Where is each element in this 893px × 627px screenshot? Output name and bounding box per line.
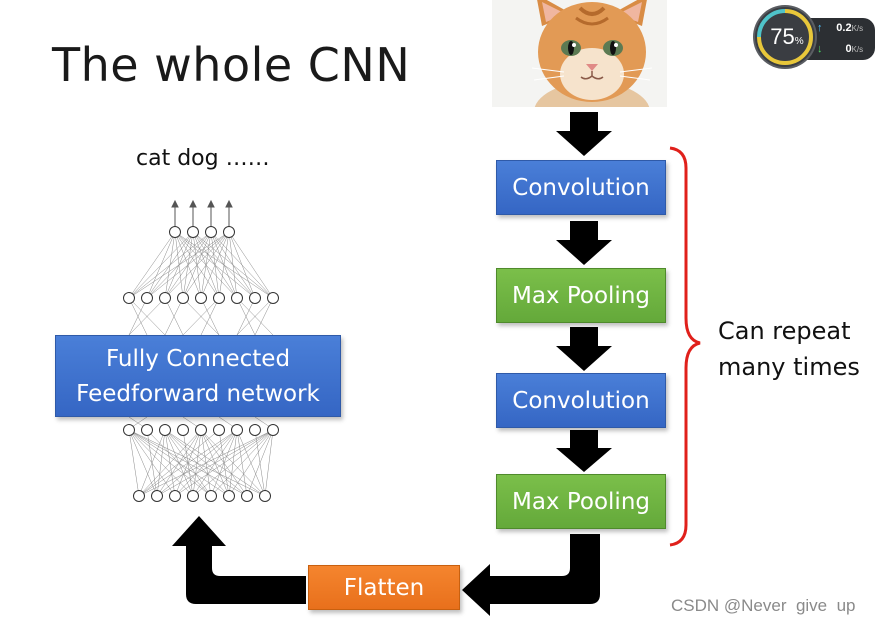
upload-speed-unit: K/s [851,24,864,33]
convolution-box-1: Convolution [496,160,666,215]
convolution-box-2: Convolution [496,373,666,428]
down-arrow-icon [556,430,612,472]
download-speed: ↓ 0K/s [817,43,863,55]
output-classes-label: cat dog …… [136,146,270,171]
usage-percent: 75% [765,24,809,50]
flatten-box: Flatten [308,565,460,610]
network-speed-widget[interactable]: 75% ↑ 0.2K/s ↓ 0K/s [755,7,875,67]
max-pooling-box-2: Max Pooling [496,474,666,529]
download-arrow-icon: ↓ [817,43,823,55]
upload-arrow-icon: ↑ [817,22,823,34]
fc-label-line-2: Feedforward network [76,381,320,407]
repeat-bracket [669,146,701,547]
download-speed-unit: K/s [851,45,864,54]
cpu-usage-gauge: 75% [755,7,815,67]
fully-connected-box: Fully Connected Feedforward network [55,335,341,417]
network-connections [128,231,274,497]
upload-speed: ↑ 0.2K/s [817,22,863,34]
bend-arrow-to-network [172,516,306,604]
fc-label-line-1: Fully Connected [105,346,291,372]
upload-speed-value: 0.2 [836,22,852,34]
network-neurons [123,226,279,502]
down-arrow-icon [556,112,612,156]
repeat-note: Can repeat many times [718,313,860,385]
usage-percent-unit: % [794,36,804,47]
down-arrow-icon [556,327,612,371]
download-speed-value: 0 [845,43,852,55]
usage-percent-value: 75 [770,24,795,49]
repeat-note-line-2: many times [718,353,860,381]
watermark: CSDN @Never give up [671,596,856,615]
network-output-arrows [171,199,233,231]
cat-input-image [492,0,667,107]
max-pooling-box-1: Max Pooling [496,268,666,323]
down-arrow-icon [556,221,612,265]
repeat-note-line-1: Can repeat [718,317,851,345]
slide-title: The whole CNN [52,38,411,92]
bend-arrow-to-flatten [462,534,600,616]
